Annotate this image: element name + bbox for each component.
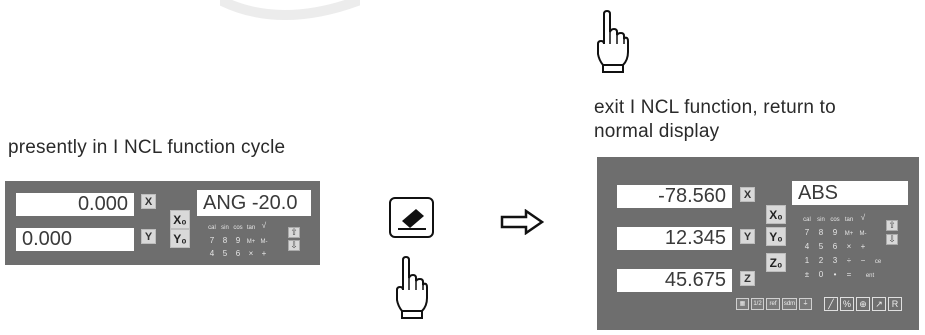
key-plus[interactable]: +: [257, 249, 271, 259]
fkey-percent[interactable]: %: [840, 297, 854, 311]
zero-z-button[interactable]: Z₀: [766, 253, 786, 272]
key-9[interactable]: 9: [231, 236, 245, 246]
caption-exit-line1: exit I NCL function, return to: [594, 96, 924, 119]
key-cal[interactable]: cal: [800, 215, 814, 225]
key-5[interactable]: 5: [814, 242, 828, 252]
axis-label-y: Y: [740, 229, 755, 244]
axis-label-y: Y: [141, 229, 156, 244]
key-cos[interactable]: cos: [231, 223, 245, 233]
key-plus[interactable]: +: [856, 242, 870, 252]
key-7[interactable]: 7: [800, 228, 814, 238]
display-y: 12.345: [617, 227, 732, 250]
fkey-incline[interactable]: ╱: [824, 297, 838, 311]
hand-pointer-icon: [595, 10, 629, 74]
display-x: 0.000: [16, 193, 134, 216]
key-1[interactable]: 1: [800, 256, 814, 266]
key-4[interactable]: 4: [800, 242, 814, 252]
up-arrow-icon[interactable]: ⇧: [288, 227, 300, 238]
fkey-grid[interactable]: ▦: [736, 298, 749, 310]
key-sin[interactable]: sin: [814, 215, 828, 225]
key-3[interactable]: 3: [828, 256, 842, 266]
right-arrow-icon: [500, 209, 544, 235]
axis-label-x: X: [141, 194, 156, 209]
decorative-swoosh: [220, 0, 360, 25]
key-ce[interactable]: ce: [871, 257, 885, 267]
zero-x-button[interactable]: X₀: [766, 205, 786, 224]
display-mode: ABS: [792, 181, 908, 205]
key-9[interactable]: 9: [828, 228, 842, 238]
key-0[interactable]: 0: [814, 270, 828, 280]
display-angle: ANG -20.0: [197, 190, 311, 216]
display-x: -78.560: [617, 185, 732, 208]
zero-y-button[interactable]: Y₀: [766, 227, 786, 246]
key-dot[interactable]: •: [828, 270, 842, 280]
key-5[interactable]: 5: [218, 249, 232, 259]
key-7[interactable]: 7: [205, 236, 219, 246]
fkey-circle[interactable]: ⊕: [856, 297, 870, 311]
down-arrow-icon[interactable]: ⇩: [886, 234, 898, 245]
key-sqrt[interactable]: √: [856, 213, 870, 223]
key-m-minus[interactable]: M-: [856, 229, 870, 239]
axis-label-z: Z: [740, 271, 755, 286]
fkey-level[interactable]: ⏚: [799, 298, 812, 310]
key-sqrt[interactable]: √: [257, 221, 271, 231]
key-8[interactable]: 8: [814, 228, 828, 238]
key-cos[interactable]: cos: [828, 215, 842, 225]
key-m-plus[interactable]: M+: [244, 237, 258, 247]
key-6[interactable]: 6: [828, 242, 842, 252]
fkey-r[interactable]: R: [888, 297, 902, 311]
key-equals[interactable]: =: [842, 270, 856, 280]
key-minus[interactable]: −: [856, 256, 870, 266]
key-plus-minus[interactable]: ±: [800, 270, 814, 280]
key-m-minus[interactable]: M-: [257, 237, 271, 247]
key-multiply[interactable]: ×: [244, 249, 258, 259]
key-m-plus[interactable]: M+: [842, 229, 856, 239]
zero-y-button[interactable]: Y₀: [170, 229, 190, 248]
key-cal[interactable]: cal: [205, 223, 219, 233]
down-arrow-icon[interactable]: ⇩: [288, 240, 300, 251]
key-ent[interactable]: ent: [863, 271, 877, 281]
key-6[interactable]: 6: [231, 249, 245, 259]
zero-x-button[interactable]: X₀: [170, 210, 190, 229]
angle-function-key-icon[interactable]: [389, 197, 434, 238]
dro-panel-normal: -78.560 X 12.345 Y 45.675 Z X₀ Y₀ Z₀ ABS…: [597, 157, 919, 330]
caption-incl-cycle: presently in I NCL function cycle: [8, 136, 388, 159]
fkey-ref[interactable]: ref: [766, 298, 780, 310]
fkey-sdm[interactable]: sdm: [782, 298, 797, 310]
up-arrow-icon[interactable]: ⇧: [886, 220, 898, 231]
key-sin[interactable]: sin: [218, 223, 232, 233]
dro-panel-incl: 0.000 X 0.000 Y X₀ Y₀ ANG -20.0 cal sin …: [5, 181, 320, 265]
hand-pointer-icon: [394, 256, 428, 320]
display-y: 0.000: [16, 228, 134, 251]
key-divide[interactable]: ÷: [842, 256, 856, 266]
caption-exit-line2: normal display: [594, 120, 924, 143]
fkey-arc[interactable]: ↗: [872, 297, 886, 311]
fkey-half[interactable]: 1/2: [751, 298, 764, 310]
key-tan[interactable]: tan: [842, 215, 856, 225]
key-8[interactable]: 8: [218, 236, 232, 246]
axis-label-x: X: [740, 187, 755, 202]
key-2[interactable]: 2: [814, 256, 828, 266]
key-tan[interactable]: tan: [244, 223, 258, 233]
display-z: 45.675: [617, 269, 732, 292]
key-4[interactable]: 4: [205, 249, 219, 259]
key-multiply[interactable]: ×: [842, 242, 856, 252]
